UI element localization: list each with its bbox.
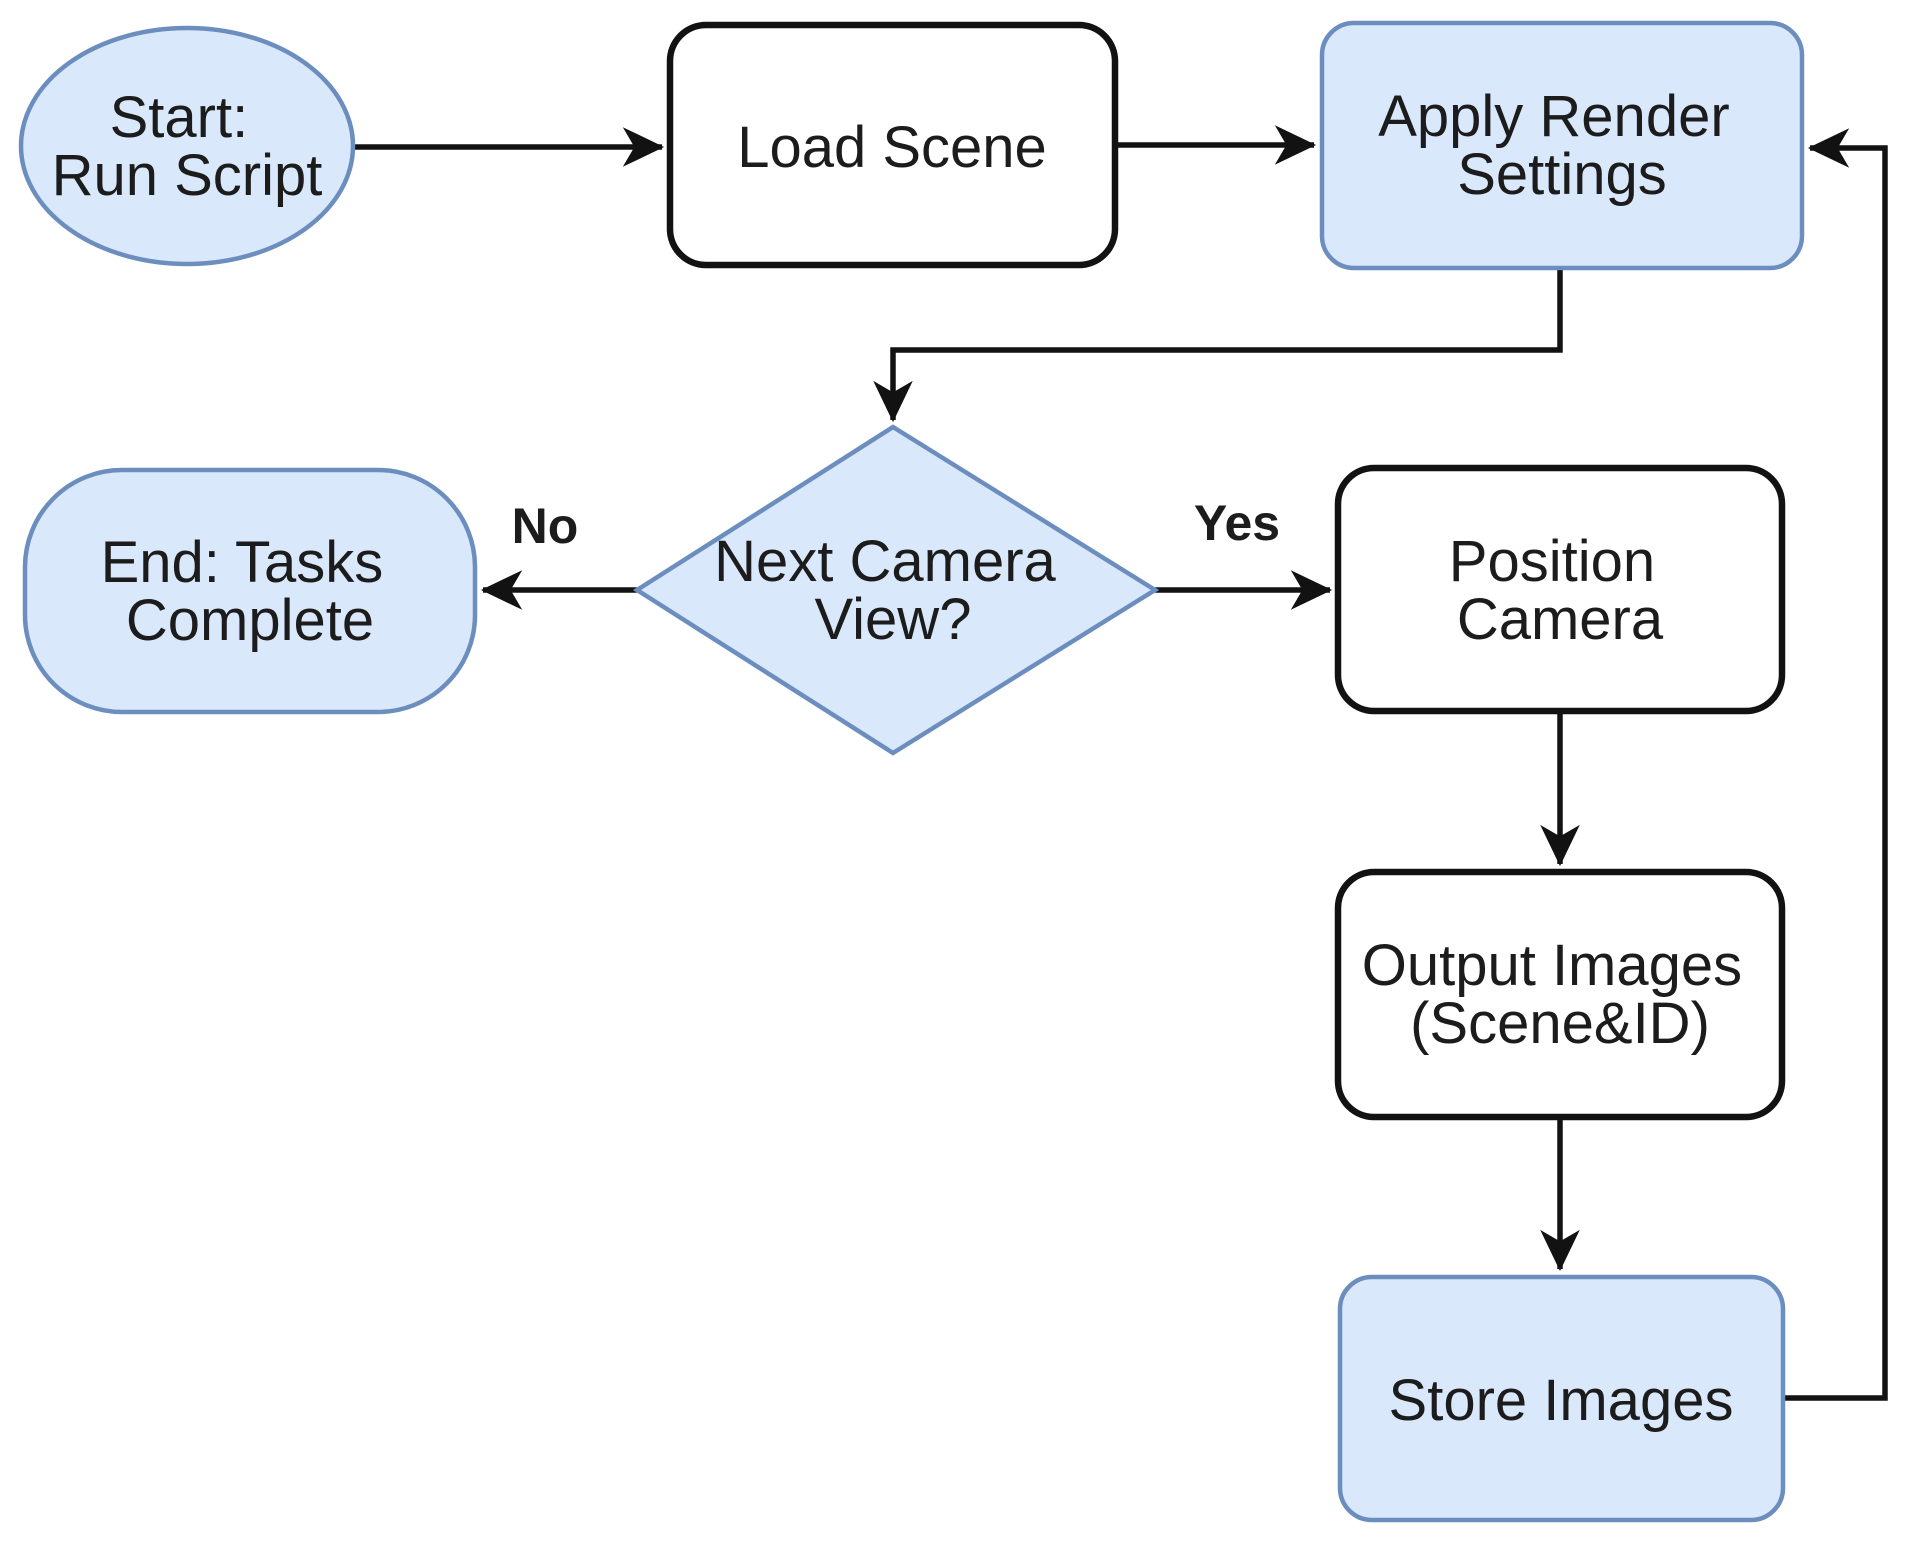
end-node-label: End: Tasks Complete: [101, 530, 400, 653]
edge-label-no: No: [512, 498, 579, 554]
position-camera-node-shape: [1334, 464, 1786, 715]
start-node-label: Start: Run Script: [52, 85, 323, 208]
position-camera-node-label: Position Camera: [1449, 529, 1671, 652]
load-scene-node-shape: [666, 21, 1119, 269]
edge-apply-render-to-decision: [873, 268, 1563, 423]
position-camera-node: Position Camera: [1334, 464, 1786, 715]
edge-label-yes: Yes: [1194, 495, 1280, 551]
apply-render-settings-node: Apply Render Settings: [1319, 20, 1805, 271]
load-scene-node-label: Load Scene: [737, 115, 1047, 180]
end-node: End: Tasks Complete: [22, 467, 478, 715]
apply-render-settings-node-label: Apply Render Settings: [1378, 84, 1746, 207]
output-images-node-shape: [1334, 868, 1786, 1121]
decision-next-camera-view-node: Next Camera View?: [632, 424, 1160, 756]
apply-render-settings-node-shape: [1319, 20, 1805, 271]
end-node-shape: [22, 467, 478, 715]
output-images-node: Output Images (Scene&ID): [1334, 868, 1786, 1121]
decision-next-camera-view-shape: [632, 424, 1160, 756]
store-images-node-label: Store Images: [1389, 1368, 1734, 1433]
start-node: Start: Run Script: [18, 25, 356, 267]
decision-next-camera-view-label: Next Camera View?: [714, 529, 1072, 652]
output-images-node-label: Output Images (Scene&ID): [1362, 933, 1759, 1056]
load-scene-node: Load Scene: [666, 21, 1119, 269]
store-images-node-shape: [1337, 1274, 1786, 1523]
start-node-shape: [18, 25, 356, 267]
store-images-node: Store Images: [1337, 1274, 1786, 1523]
edge-store-images-to-apply-render: [1783, 128, 1888, 1401]
